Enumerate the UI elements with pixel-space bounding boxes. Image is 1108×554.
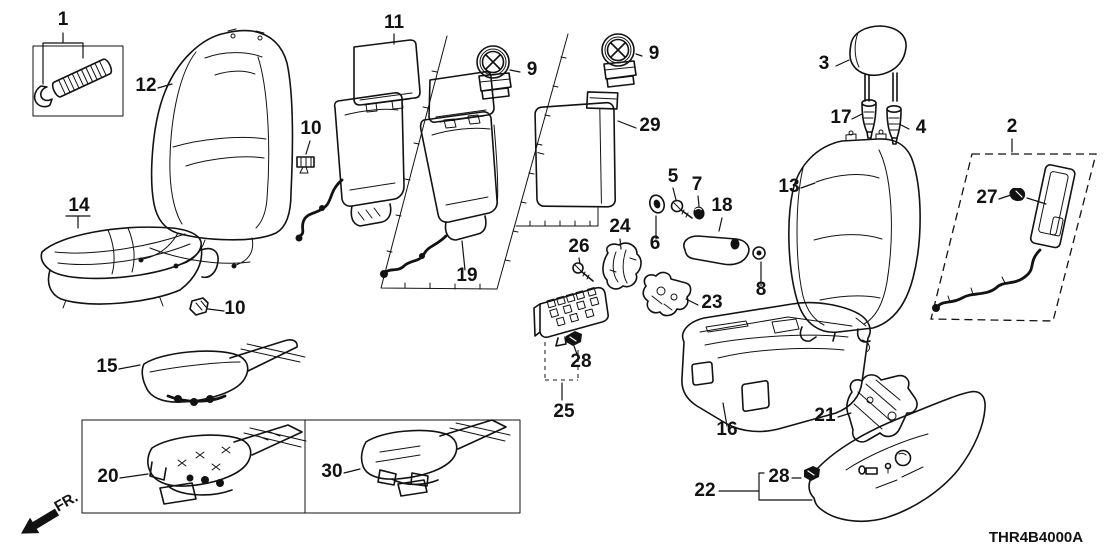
part-4-guide: [886, 105, 902, 145]
part-26-screw: [572, 262, 594, 282]
part-7-nut: [693, 206, 705, 220]
part-5-bolt: [670, 199, 693, 219]
callouts: 1 2 3 4 5 6 7 8 9 9 10 10 11 12 13 14 15…: [58, 9, 1018, 501]
fence-lines: [380, 33, 599, 290]
callout-28-right[interactable]: 28: [768, 466, 789, 487]
callout-11[interactable]: 11: [384, 12, 405, 33]
part-19-seatback-heater: [380, 70, 499, 278]
part-29-rear-panel: [534, 91, 619, 208]
callout-29[interactable]: 29: [639, 115, 660, 136]
callout-5[interactable]: 5: [668, 166, 679, 187]
callout-7[interactable]: 7: [692, 174, 703, 195]
callout-15[interactable]: 15: [96, 356, 118, 377]
callout-2[interactable]: 2: [1007, 116, 1018, 137]
part-25-switch-panel: [533, 286, 609, 347]
part-15-cushion-pad: [141, 339, 306, 406]
callout-30[interactable]: 30: [321, 461, 342, 482]
callout-1[interactable]: 1: [58, 9, 69, 30]
part-6-grommet: [648, 194, 666, 214]
callout-20[interactable]: 20: [97, 466, 118, 487]
callout-10-lower[interactable]: 10: [224, 298, 245, 319]
callout-9-right[interactable]: 9: [649, 43, 660, 64]
part-30-cushion-pad: [360, 419, 511, 497]
part-27-clip: [1009, 188, 1026, 201]
part-2-airbag-module: [932, 164, 1076, 312]
variant-box: [81, 419, 521, 514]
part-13-seatback-assy: [788, 129, 921, 343]
callout-16[interactable]: 16: [716, 419, 737, 440]
part-22-side-cover: [808, 390, 986, 523]
callout-18[interactable]: 18: [711, 195, 732, 216]
part-23-bracket: [642, 271, 692, 317]
part-16-cushion-frame: [681, 301, 871, 433]
callout-19[interactable]: 19: [456, 265, 477, 286]
part-1-spring: [51, 58, 113, 98]
part-12-seatback-cover: [138, 28, 294, 269]
callout-24[interactable]: 24: [609, 216, 631, 237]
callout-25[interactable]: 25: [553, 401, 575, 422]
part-1-clip: [33, 85, 53, 108]
callout-14[interactable]: 14: [68, 195, 90, 216]
diagram-code: THR4B4000A: [989, 529, 1083, 546]
callout-12[interactable]: 12: [135, 75, 156, 96]
part-9-headrest-guide-left: [476, 45, 512, 100]
callout-13[interactable]: 13: [778, 176, 799, 197]
fr-arrow-icon: FR.: [20, 489, 81, 534]
part-2-box: [930, 153, 1097, 322]
callout-4[interactable]: 4: [916, 117, 927, 138]
callout-23[interactable]: 23: [701, 292, 722, 313]
callout-26[interactable]: 26: [568, 236, 589, 257]
callout-27[interactable]: 27: [976, 187, 997, 208]
part-28-clip-left: [566, 331, 582, 346]
part-9-headrest-guide-right: [601, 33, 637, 88]
callout-9-left[interactable]: 9: [527, 59, 538, 80]
part-8-grommet: [752, 246, 766, 260]
part-28-clip-right: [804, 466, 820, 481]
part-18-armrest: [683, 235, 750, 266]
part-1-box: [32, 45, 124, 117]
part-11-seatback-pad: [295, 39, 421, 242]
callout-17[interactable]: 17: [830, 107, 851, 128]
leader-lines: [42, 32, 1013, 501]
part-10-connector-upper: [296, 156, 315, 174]
callout-8[interactable]: 8: [756, 279, 767, 300]
callout-22[interactable]: 22: [694, 480, 715, 501]
callout-3[interactable]: 3: [819, 53, 830, 74]
part-14-cushion-cover: [40, 226, 219, 309]
part-24-cover: [602, 242, 642, 290]
part-17-guide: [861, 99, 877, 139]
callout-10-upper[interactable]: 10: [300, 118, 321, 139]
callout-28-left[interactable]: 28: [570, 351, 591, 372]
part-10-clip-lower: [189, 297, 209, 316]
callout-6[interactable]: 6: [650, 233, 661, 254]
part-21-bracket: [846, 374, 918, 443]
part-3-headrest: [849, 25, 907, 102]
part-20-cushion-pad: [147, 424, 307, 505]
callout-21[interactable]: 21: [814, 405, 836, 426]
